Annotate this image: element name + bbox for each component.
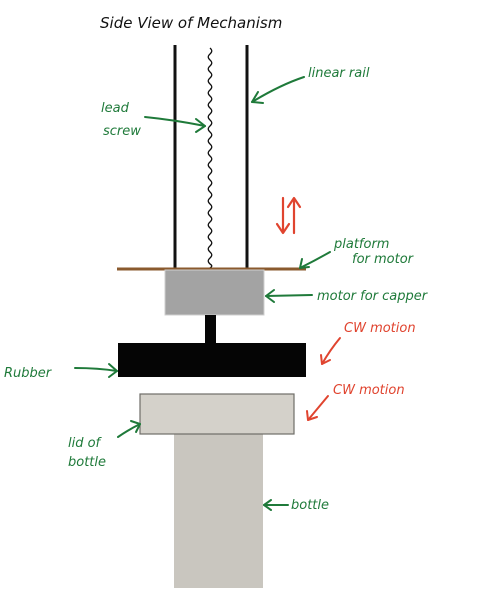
platform-label-line2: for motor [352,252,415,267]
linear-rail-arrow-icon [251,76,305,103]
rubber-label: Rubber [4,366,53,381]
rubber-roller [118,343,306,377]
lid-label-line1: lid of [68,436,103,451]
cw-motion-arrow-lid-icon [307,395,329,421]
lid-label-line2: bottle [68,455,106,470]
cw-motion-label-lid: CW motion [333,383,405,398]
cw-motion-label-roller: CW motion [344,321,416,336]
lead-screw-label-line2: screw [103,124,141,139]
lead-screw-arrow-icon [144,116,206,127]
platform-arrow-icon [299,251,331,269]
cw-motion-arrow-roller-icon [321,337,341,365]
bottle-lid [139,393,295,435]
diagram-title: Side View of Mechanism [100,14,282,32]
motor-arrow-icon [265,294,313,297]
lid-arrow-icon [117,423,141,438]
capper-motor [164,269,265,316]
lead-screw-label-line1: lead [101,101,130,116]
motor-label: motor for capper [317,289,429,304]
bottle-label: bottle [291,498,329,513]
motor-shaft [205,315,216,343]
bottle-body [174,433,263,588]
lead-screw [207,47,213,269]
rubber-arrow-icon [74,367,118,372]
vertical-motion-arrows-icon [275,196,302,235]
linear-rail-label: linear rail [308,66,370,81]
platform-label-line1: platform [333,237,389,252]
